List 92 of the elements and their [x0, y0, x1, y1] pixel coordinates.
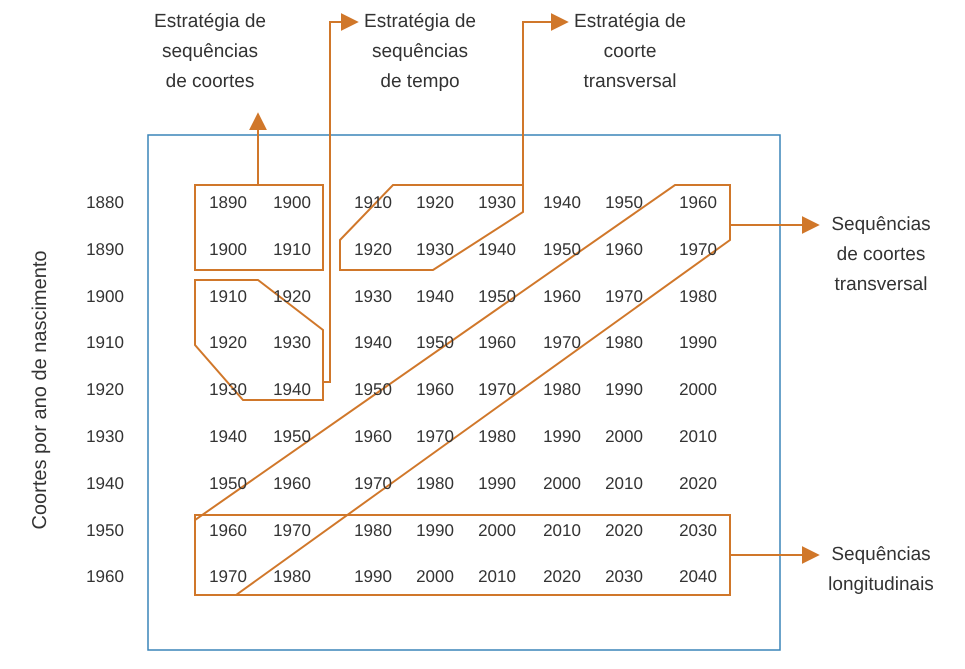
year-value: 1970 [678, 238, 718, 261]
arrow [522, 13, 569, 185]
year-value: 2020 [542, 566, 582, 588]
year-value: 2010 [678, 426, 718, 448]
year-value: 2000 [542, 472, 582, 495]
year-value: 1920 [415, 192, 455, 214]
year-value: 1940 [353, 332, 393, 354]
year-value: 1970 [415, 426, 455, 448]
year-value: 1980 [477, 426, 517, 448]
year-value: 2000 [415, 566, 455, 588]
axis-title: Coortes por ano de nascimento [28, 249, 52, 532]
year-value: 1900 [272, 192, 312, 214]
year-value: 2020 [678, 472, 718, 495]
year-value: 1930 [477, 192, 517, 214]
year-value: 1940 [542, 192, 582, 214]
year-value: 1970 [477, 379, 517, 402]
strategy-label: Sequências de coortes transversal [822, 210, 940, 300]
row-label: 1890 [85, 238, 125, 261]
strategy-label: Sequências longitudinais [822, 540, 940, 600]
year-value: 2010 [542, 520, 582, 542]
year-value: 1960 [415, 379, 455, 402]
year-value: 2030 [604, 566, 644, 588]
outline-hexagon [194, 279, 324, 401]
year-value: 1970 [272, 520, 312, 542]
arrow [730, 546, 820, 564]
year-value: 1950 [272, 426, 312, 448]
year-value: 1980 [353, 520, 393, 542]
outline-box [194, 514, 731, 596]
year-value: 1960 [353, 426, 393, 448]
year-value: 1960 [272, 472, 312, 495]
year-value: 1930 [272, 332, 312, 354]
year-value: 1960 [208, 520, 248, 542]
outline-box [194, 184, 324, 271]
year-value: 1910 [208, 286, 248, 308]
year-value: 1990 [415, 520, 455, 542]
year-value: 1940 [208, 426, 248, 448]
year-value: 1950 [477, 286, 517, 308]
outline-shape [339, 184, 524, 271]
year-value: 1980 [415, 472, 455, 495]
year-value: 1980 [604, 332, 644, 354]
year-value: 2040 [678, 566, 718, 588]
year-value: 1930 [415, 238, 455, 261]
year-value: 1950 [208, 472, 248, 495]
row-label: 1910 [85, 332, 125, 354]
row-label: 1930 [85, 426, 125, 448]
year-value: 1950 [604, 192, 644, 214]
year-value: 1890 [208, 192, 248, 214]
row-label: 1920 [85, 379, 125, 402]
row-label: 1900 [85, 286, 125, 308]
row-label: 1960 [85, 566, 125, 588]
year-value: 1980 [678, 286, 718, 308]
year-value: 1970 [604, 286, 644, 308]
year-value: 1930 [353, 286, 393, 308]
year-value: 1970 [542, 332, 582, 354]
arrow [249, 112, 267, 185]
year-value: 1990 [477, 472, 517, 495]
strategy-label: Estratégia de coorte transversal [571, 7, 689, 97]
year-value: 1990 [604, 379, 644, 402]
year-value: 2030 [678, 520, 718, 542]
row-label: 1950 [85, 520, 125, 542]
year-value: 1940 [272, 379, 312, 402]
row-label: 1940 [85, 472, 125, 495]
year-value: 1960 [678, 192, 718, 214]
year-value: 1960 [542, 286, 582, 308]
row-label: 1880 [85, 192, 125, 214]
arrow [730, 216, 820, 234]
year-value: 1990 [542, 426, 582, 448]
year-value: 1990 [678, 332, 718, 354]
year-value: 1980 [272, 566, 312, 588]
year-value: 1920 [208, 332, 248, 354]
year-value: 1940 [415, 286, 455, 308]
year-value: 1980 [542, 379, 582, 402]
year-value: 2020 [604, 520, 644, 542]
diagonal-band [194, 184, 731, 596]
year-value: 1970 [353, 472, 393, 495]
strategy-label: Estratégia de sequências de coortes [150, 7, 270, 97]
strategy-label: Estratégia de sequências de tempo [361, 7, 479, 97]
year-value: 1910 [272, 238, 312, 261]
year-value: 1990 [353, 566, 393, 588]
year-value: 1960 [604, 238, 644, 261]
year-value: 1960 [477, 332, 517, 354]
year-value: 2010 [477, 566, 517, 588]
year-value: 1940 [477, 238, 517, 261]
year-value: 1920 [353, 238, 393, 261]
year-value: 1970 [208, 566, 248, 588]
year-value: 2000 [477, 520, 517, 542]
year-value: 2000 [604, 426, 644, 448]
year-value: 1900 [208, 238, 248, 261]
year-value: 1950 [542, 238, 582, 261]
year-value: 2000 [678, 379, 718, 402]
arrow [323, 13, 359, 383]
year-value: 2010 [604, 472, 644, 495]
